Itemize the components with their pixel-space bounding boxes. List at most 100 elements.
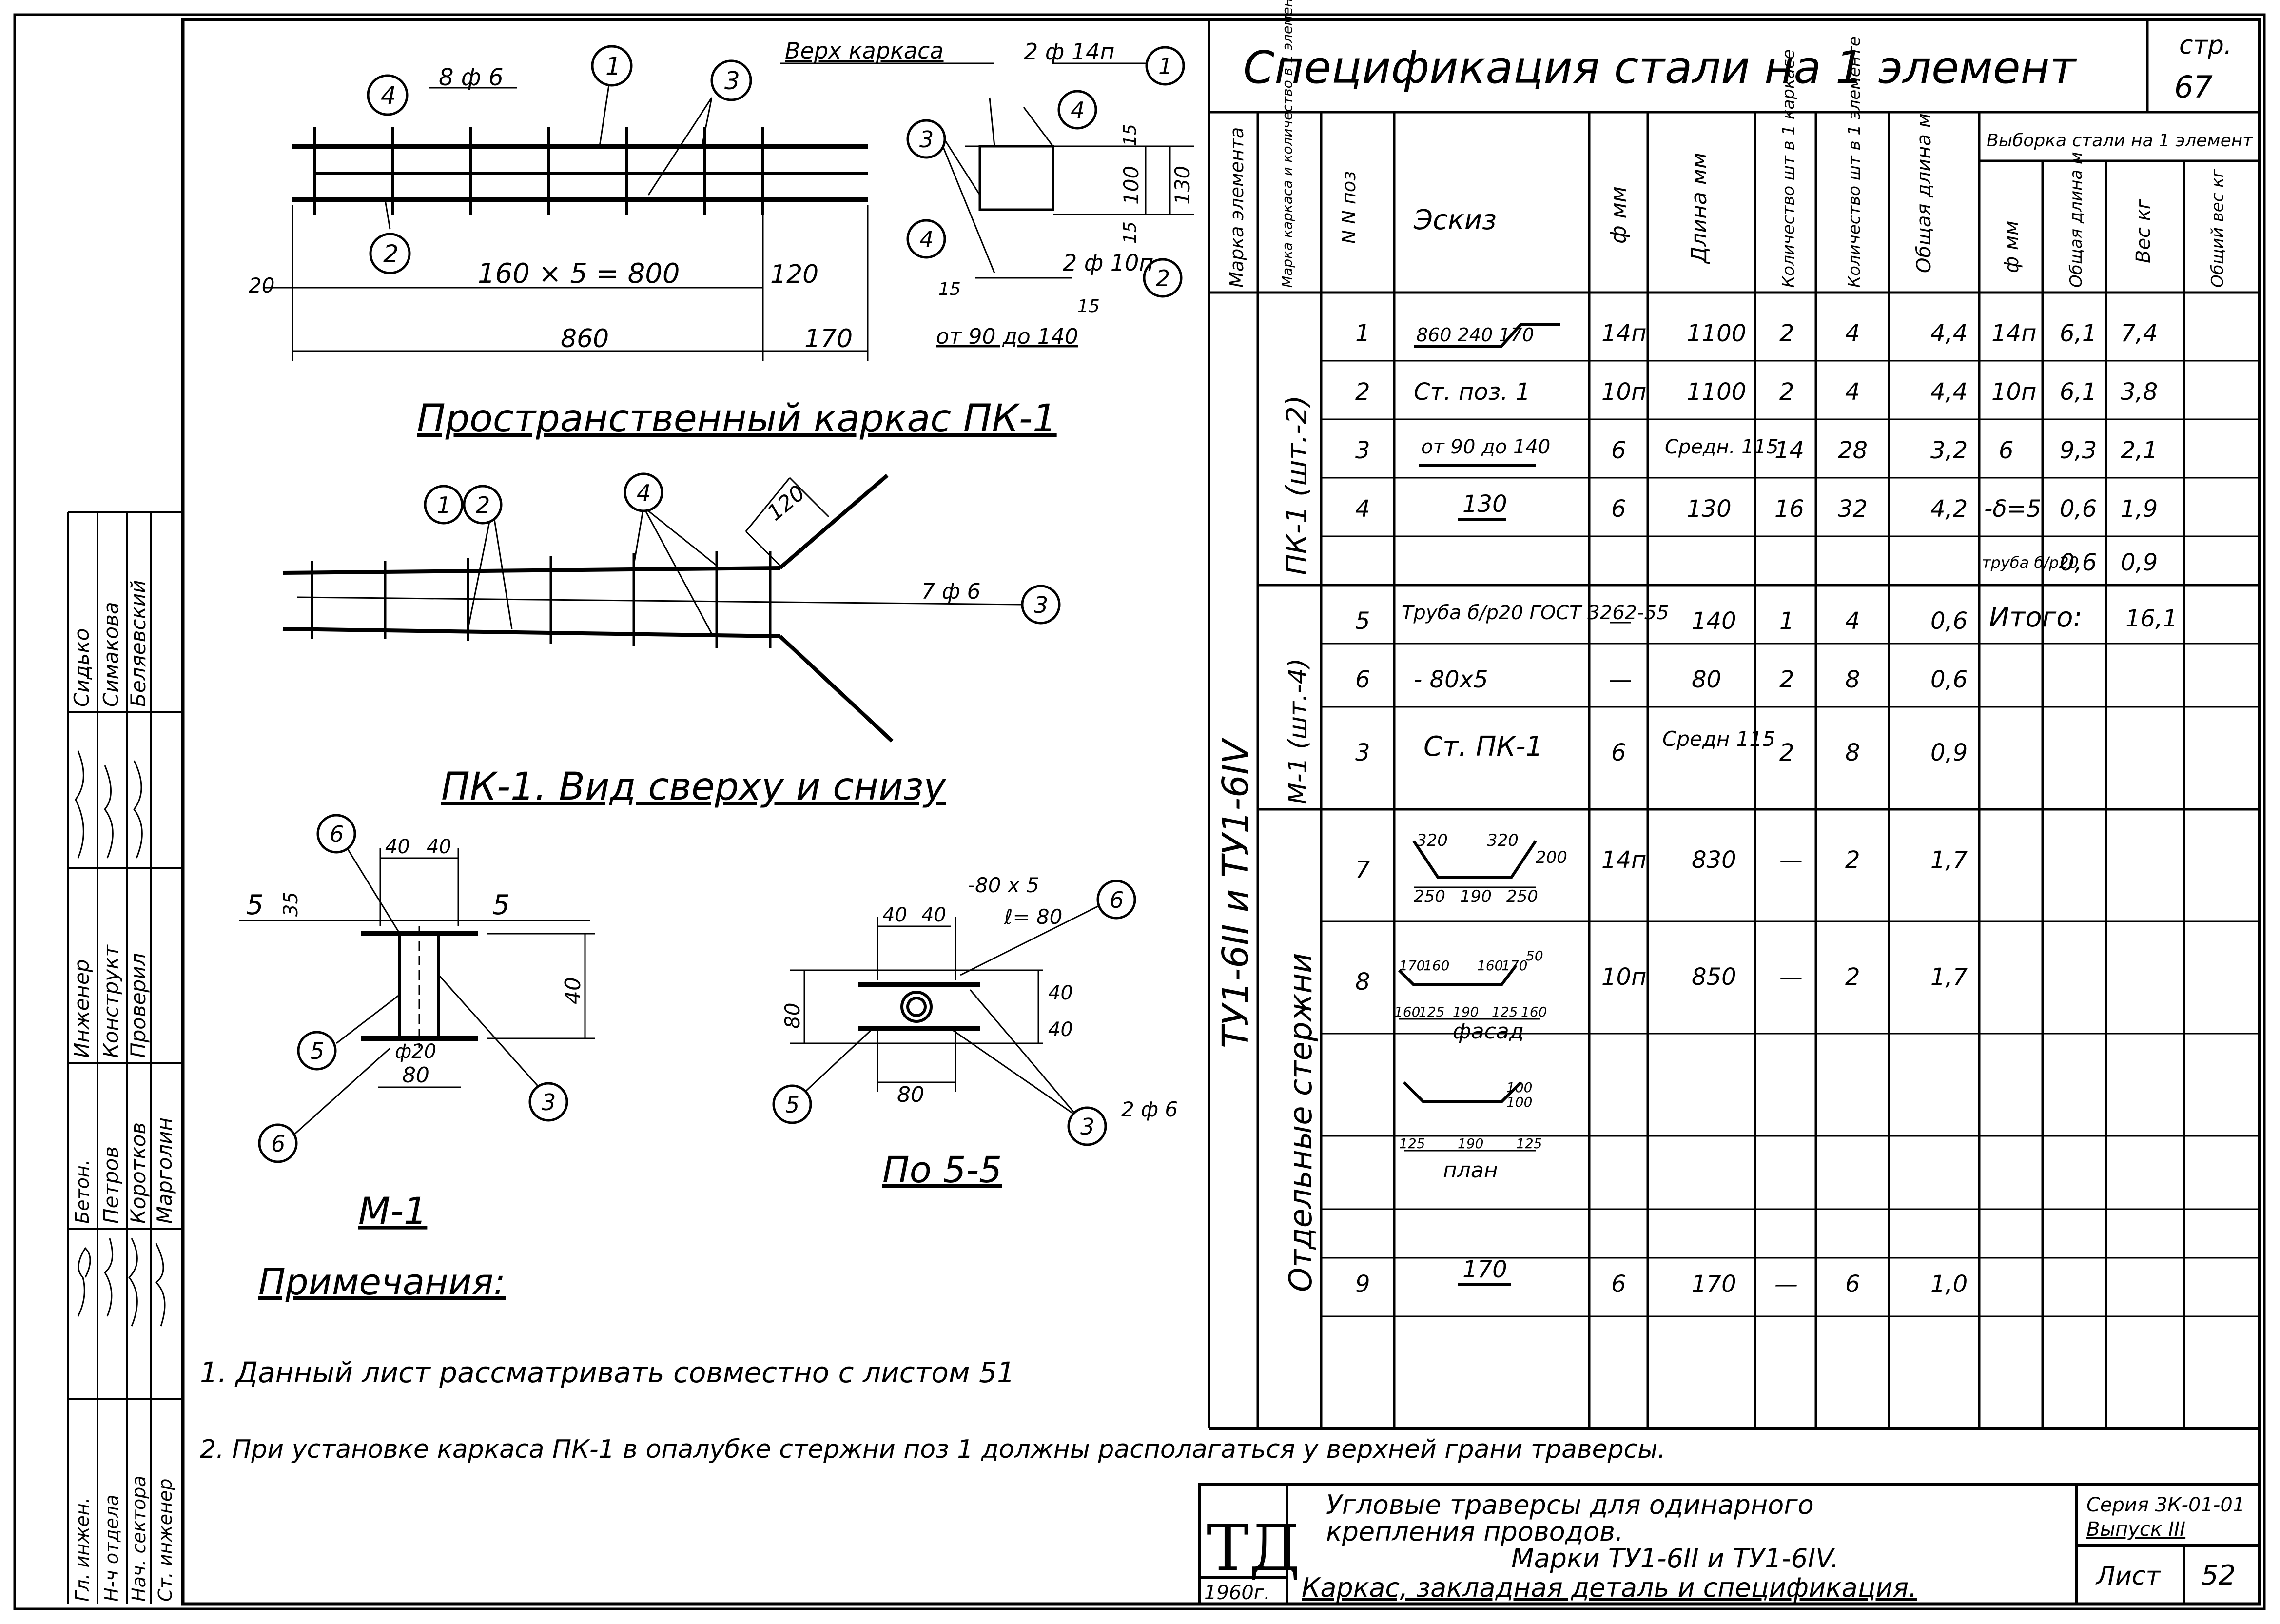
cell-dlina: 80 [1692,666,1721,693]
table-row: 4 130 6 130 16 32 4,2 -δ=5 0,6 1,9 [1355,490,2158,523]
sec-plate: -80 х 5 [968,873,1039,897]
hdr-karkas: Марка каркаса и количество в 1 элементе [1279,0,1295,288]
table-row: 1 860 240 170 14п 1100 2 4 4,4 14п 6,1 7… [1355,320,2158,347]
label-7f6: 7 ф 6 [921,579,981,604]
cell-poz: 2 [1355,378,1370,406]
verkh-karkasa: Верх каркаса [785,38,944,64]
cell-vv: 7,4 [2121,320,2158,347]
cell-diam: 14п [1601,846,1646,874]
section-title: По 5-5 [882,1149,1002,1191]
cell-diam: 10п [1601,378,1646,406]
m1-title: М-1 [358,1189,427,1233]
dim-860: 860 [561,324,609,353]
dim-160x5: 160 × 5 = 800 [478,258,680,290]
cell-poz: 3 [1355,739,1370,766]
m1-callout-6a: 6 [330,821,344,847]
cell-dlina: 130 [1687,495,1732,523]
cell-diam: — [1609,666,1632,693]
m1-callout-3: 3 [542,1089,556,1115]
cell-vv: 2,1 [2121,437,2158,464]
stamp-role-3: Ст. инженер [155,1479,176,1602]
s7-f: 250 [1506,887,1538,906]
s7-a: 320 [1416,831,1448,850]
label-2f14: 2 ф 14п [1024,39,1114,65]
cell-ke: 28 [1838,437,1868,464]
s8-n13: 125 [1399,1135,1425,1152]
notes-title: Примечания: [258,1261,506,1303]
m1-callouts [258,814,568,1163]
cell-vl: 6,1 [2060,378,2097,406]
cell-eskiz: Ст. ПК-1 [1423,731,1543,763]
cell-diam: 6 [1611,437,1626,464]
dim-20: 20 [249,274,274,297]
table-row: 2 Ст. поз. 1 10п 1100 2 4 4,4 10п 6,1 3,… [1355,378,2158,406]
title-line-3: Марки ТУ1-6II и ТУ1-6IV. [1511,1543,1839,1574]
s8-n10: 160 [1521,1004,1547,1020]
cell-od: 1,0 [1930,1271,1968,1298]
stamp-name-1: Коротков [126,1122,150,1224]
sec-label-2f6: 2 ф 6 [1121,1097,1178,1121]
cell-eskiz: - 80х5 [1414,666,1488,693]
view-callout-1: 1 [437,492,451,518]
dim-15b: 15 [1120,221,1140,244]
cs-callout-3: 3 [919,126,934,153]
stamp-role-8: Бетон. [72,1159,93,1224]
dim-15a: 15 [1120,124,1140,146]
cell-od: 0,6 [1930,607,1968,635]
cell-od: 0,6 [1930,666,1968,693]
stamp-role-6: Конструкт [99,944,123,1058]
spec-title: Спецификация стали на 1 элемент [1243,41,2077,94]
cell-dlina: 140 [1692,607,1736,635]
cell-ke: 8 [1845,739,1860,766]
m1-dim-80: 80 [402,1063,429,1088]
hdr-eskiz: Эскиз [1413,204,1497,236]
cell-eskiz: 130 [1462,490,1507,518]
hdr-poz: N N поз [1338,171,1360,244]
cell-diam: 6 [1611,1271,1626,1298]
pk1-view-drawing [282,473,1024,743]
cell-vd: 10п [1991,378,2036,406]
callout-1: 1 [605,52,621,80]
sec-l80: ℓ= 80 [1004,905,1062,929]
cell-od: 4,4 [1930,378,1968,406]
hdr-kol-karkas: Количество шт в 1 каркасе [1779,49,1798,288]
cell-vl: 9,3 [2060,437,2097,464]
cell-eskiz: от 90 до 140 [1421,436,1550,458]
callout-2: 2 [383,240,399,268]
cell-ke: 4 [1845,378,1860,406]
cell-vl: 6,1 [2060,320,2097,347]
cell-kk: 2 [1779,378,1794,406]
cell-ke: 4 [1845,320,1860,347]
cell-od: 3,2 [1930,437,1968,464]
section-55-drawing [790,903,1102,1117]
title-logo: ТД [1207,1511,1300,1585]
cell-vv: 1,9 [2121,495,2158,523]
note-1: 1. Данный лист рассматривать совместно с… [200,1356,1015,1389]
m1-drawing [239,838,595,1137]
s8-plan: план [1443,1158,1498,1183]
outer-frame [13,13,2266,1610]
label-2f10: 2 ф 10п [1063,250,1153,276]
m1-section-5a: 5 [246,889,264,921]
cell-kk: — [1779,846,1803,874]
stamp-name-5: Беляевский [126,580,150,707]
marka-label: ТУ1-6II и ТУ1-6IV [1215,737,1257,1048]
eskiz-sketches [1398,323,1560,1286]
spec-table-grid [1208,20,2260,1430]
title-year: 1960г. [1204,1582,1270,1604]
m1-dim-40b: 40 [427,836,451,858]
view-callout-2: 2 [476,492,490,518]
left-stamp [67,511,183,1604]
table-row: 5 Труба б/р20 ГОСТ 3262-55 — 140 1 4 0,6… [1355,602,2178,635]
cell-poz: 6 [1355,666,1370,693]
title-sheet-number: 52 [2201,1560,2236,1591]
cs-callout-2: 2 [1156,265,1170,292]
cell-dlina: 830 [1692,846,1736,874]
cell-kk: 2 [1779,739,1794,766]
s8-n2: 160 [1423,958,1449,974]
cell-ke: 4 [1845,607,1860,635]
s8-n7: 125 [1419,1004,1444,1020]
hdr-v-dlina: Общая длина м [2066,152,2086,288]
title-sheet-label: Лист [2095,1562,2161,1591]
